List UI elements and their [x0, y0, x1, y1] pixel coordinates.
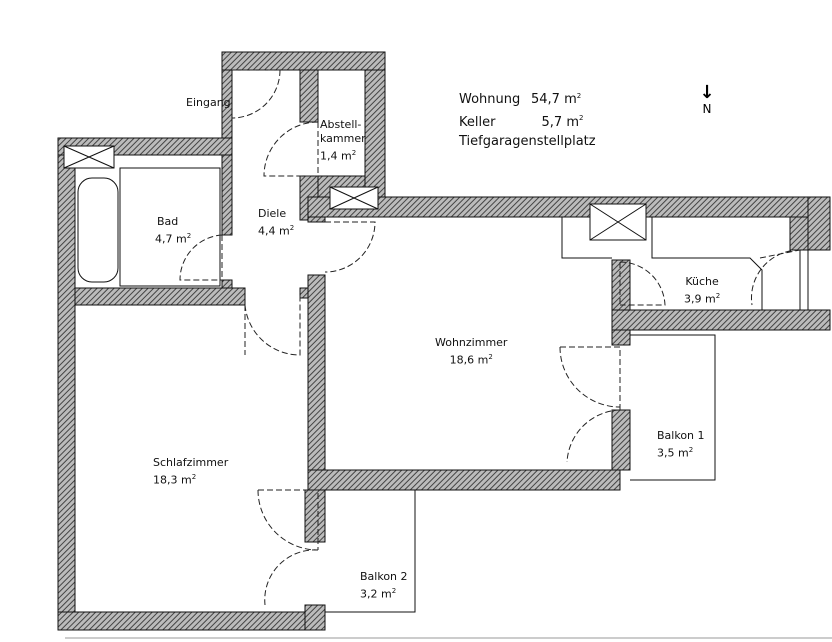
window-cross — [329, 186, 379, 210]
wall — [304, 489, 326, 543]
wall — [307, 274, 326, 491]
kitchen-counter — [651, 217, 763, 310]
bathtub — [77, 177, 119, 283]
balkon-2-outline — [325, 489, 416, 613]
door-swing — [559, 346, 621, 410]
door-swing — [179, 234, 223, 281]
wall — [221, 51, 386, 71]
wall — [57, 611, 321, 631]
wall — [74, 287, 246, 306]
label-eingang: Eingang — [186, 96, 231, 109]
north-arrow-icon: ↓ — [699, 82, 715, 103]
door-swing — [231, 69, 281, 119]
door-swing — [263, 121, 319, 177]
wall — [611, 259, 631, 346]
wall — [299, 69, 319, 123]
wall — [807, 196, 831, 251]
wall — [307, 196, 809, 218]
counter — [561, 217, 612, 259]
wall — [307, 469, 621, 491]
north-indicator: ↓ N — [699, 82, 715, 117]
balkon-1-outline — [630, 334, 716, 481]
wall — [221, 154, 233, 236]
wall — [57, 154, 76, 631]
wall — [299, 287, 309, 299]
wall — [364, 69, 386, 198]
door-swing — [566, 409, 621, 463]
window-cross — [589, 203, 647, 241]
window-cross — [63, 145, 115, 169]
door-swing — [324, 221, 376, 273]
door-swing — [257, 489, 319, 551]
door-swing — [244, 292, 301, 356]
shower-area — [119, 167, 221, 287]
door-swing — [619, 261, 666, 306]
wall — [611, 309, 831, 331]
wall — [304, 604, 326, 631]
door-swing — [751, 249, 801, 306]
wall — [611, 409, 631, 471]
kitchen-window — [799, 249, 809, 311]
door-swing — [264, 549, 319, 606]
wall — [307, 216, 326, 223]
